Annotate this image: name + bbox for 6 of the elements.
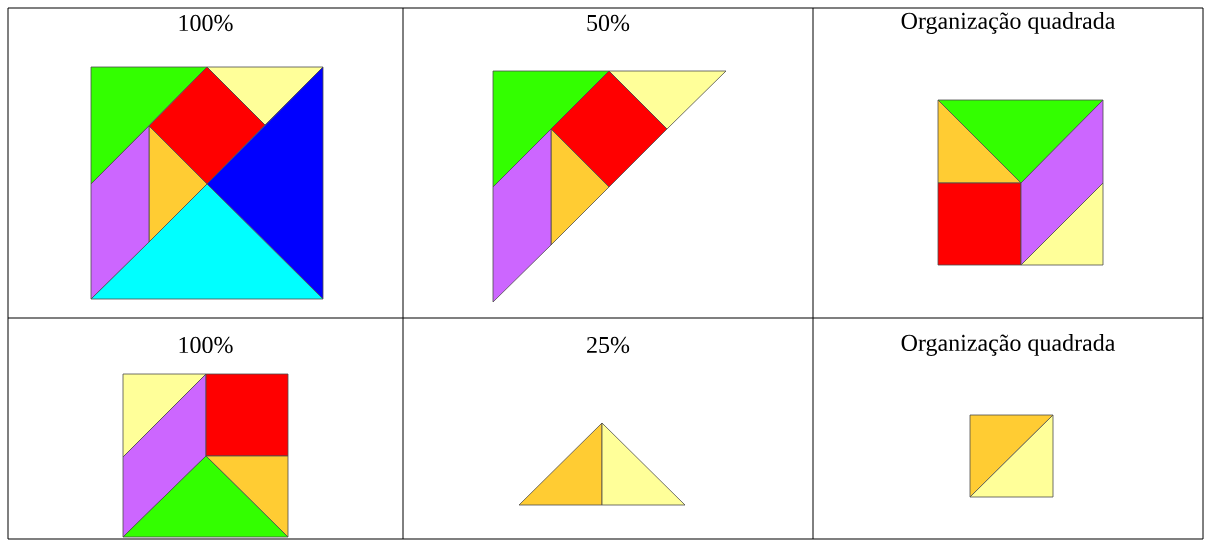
heading-text: Organização quadrada bbox=[901, 12, 1116, 34]
heading-text: 50% bbox=[587, 14, 630, 32]
heading-text: 25% bbox=[587, 336, 630, 354]
heading-text: Organização quadrada bbox=[901, 334, 1116, 356]
heading-text: 100% bbox=[179, 14, 233, 32]
heading-text: 100% bbox=[179, 336, 233, 354]
